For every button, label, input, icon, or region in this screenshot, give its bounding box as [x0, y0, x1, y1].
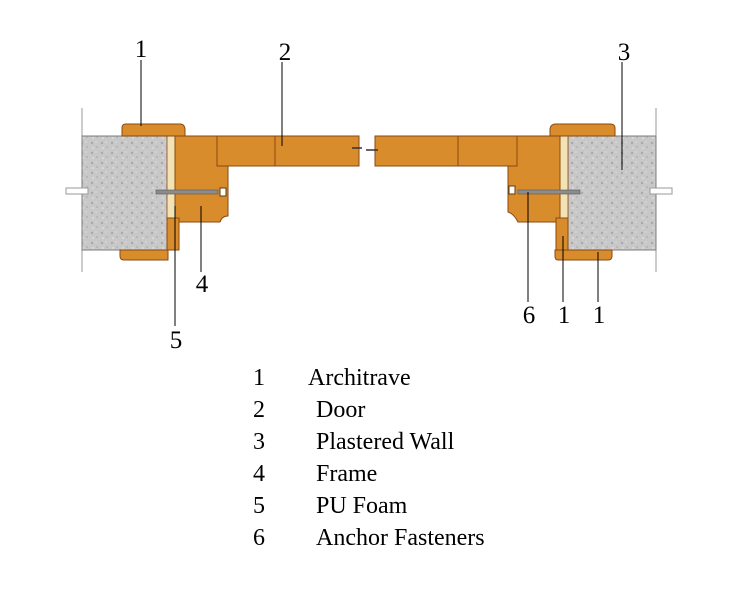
wall-break-right	[649, 187, 673, 195]
architrave-right-bottom	[554, 249, 613, 261]
architrave-left-top	[121, 123, 186, 137]
legend-number: 3	[253, 429, 265, 455]
door-leaves	[216, 135, 518, 167]
frame-left-jamb	[166, 217, 180, 251]
frame-right	[507, 135, 561, 223]
wall-break-left	[65, 187, 89, 195]
legend-number: 5	[253, 493, 265, 519]
legend-number: 2	[253, 397, 265, 423]
legend-label: Frame	[316, 461, 378, 487]
callout-6-anchor: 6	[523, 302, 536, 329]
callout-1-right-foam: 1	[558, 302, 571, 329]
right-jamb-assembly	[507, 123, 673, 261]
callout-1-right-architrave: 1	[593, 302, 606, 329]
callout-3-wall: 3	[618, 39, 631, 66]
anchor-fastener-right	[517, 189, 581, 195]
legend-label: PU Foam	[316, 493, 408, 519]
plastered-wall-right	[567, 135, 657, 251]
legend-label: Anchor Fasteners	[316, 525, 485, 551]
legend-label: Architrave	[308, 365, 411, 391]
stop-seal-right	[508, 185, 516, 195]
door-meeting-edge	[352, 147, 378, 151]
frame-right-jamb	[555, 217, 569, 251]
left-jamb-assembly	[65, 123, 229, 261]
legend-label: Plastered Wall	[316, 429, 455, 455]
door-leaf-right	[374, 135, 518, 167]
callout-2-door: 2	[279, 39, 292, 66]
leader-lines	[140, 60, 623, 326]
callout-5-foam: 5	[170, 327, 183, 354]
callout-4-frame: 4	[196, 271, 209, 298]
legend-label: Door	[316, 397, 366, 423]
legend-number: 4	[253, 461, 265, 487]
anchor-fastener-left	[155, 189, 219, 195]
architrave-left-bottom	[119, 249, 169, 261]
legend-number: 1	[253, 365, 265, 391]
architrave-right-top	[549, 123, 616, 137]
callout-1-top-left: 1	[135, 36, 148, 63]
plastered-wall-left	[81, 135, 169, 251]
door-leaf-left	[216, 135, 360, 167]
legend-number: 6	[253, 525, 265, 551]
stop-seal-left	[219, 187, 227, 197]
